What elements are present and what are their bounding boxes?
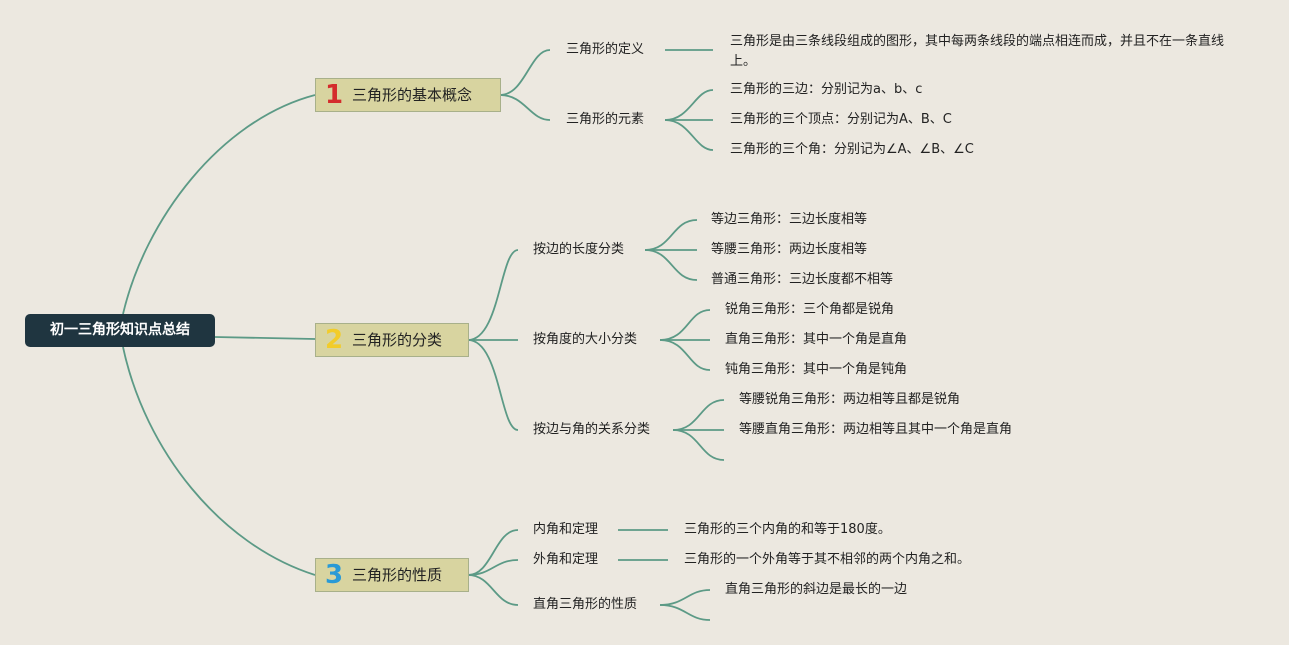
topic-by-side-angle[interactable]: 按边与角的关系分类 <box>533 422 651 437</box>
topic-detail: 锐角三角形：三个角都是锐角 <box>725 302 895 317</box>
branch-basic-concepts[interactable]: 1 三角形的基本概念 <box>315 78 501 112</box>
topic-detail: 等边三角形：三边长度相等 <box>711 212 868 227</box>
topic-detail: 三角形的三个顶点：分别记为A、B、C <box>730 112 952 127</box>
branch-properties[interactable]: 3 三角形的性质 <box>315 558 469 592</box>
branch-classification[interactable]: 2 三角形的分类 <box>315 323 469 357</box>
topic-by-side[interactable]: 按边的长度分类 <box>533 242 625 257</box>
topic-detail: 三角形的三个内角的和等于180度。 <box>684 522 891 537</box>
root-node[interactable]: 初一三角形知识点总结 <box>25 314 215 347</box>
branch-title: 三角形的基本概念 <box>352 86 473 104</box>
number-one-icon: 1 <box>324 80 344 110</box>
topic-exterior-angle[interactable]: 外角和定理 <box>533 552 599 567</box>
branch-title: 三角形的分类 <box>352 331 443 349</box>
branch-title: 三角形的性质 <box>352 566 443 584</box>
topic-interior-angle-sum[interactable]: 内角和定理 <box>533 522 599 537</box>
topic-definition[interactable]: 三角形的定义 <box>566 42 645 57</box>
topic-detail: 三角形的三个角：分别记为∠A、∠B、∠C <box>730 142 974 157</box>
topic-detail: 钝角三角形：其中一个角是钝角 <box>725 362 908 377</box>
topic-detail: 三角形是由三条线段组成的图形，其中每两条线段的端点相连而成，并且不在一条直线上。 <box>730 34 1225 69</box>
topic-elements[interactable]: 三角形的元素 <box>566 112 645 127</box>
topic-detail: 直角三角形：其中一个角是直角 <box>725 332 908 347</box>
topic-detail: 等腰直角三角形：两边相等且其中一个角是直角 <box>739 422 1013 437</box>
topic-detail: 三角形的一个外角等于其不相邻的两个内角之和。 <box>684 552 971 567</box>
topic-by-angle[interactable]: 按角度的大小分类 <box>533 332 638 347</box>
topic-detail: 等腰三角形：两边长度相等 <box>711 242 868 257</box>
topic-detail: 三角形的三边：分别记为a、b、c <box>730 82 923 97</box>
number-two-icon: 2 <box>324 325 344 355</box>
topic-detail: 普通三角形：三边长度都不相等 <box>711 272 894 287</box>
topic-detail: 直角三角形的斜边是最长的一边 <box>725 582 908 597</box>
topic-detail: 等腰锐角三角形：两边相等且都是锐角 <box>739 392 961 407</box>
topic-right-triangle[interactable]: 直角三角形的性质 <box>533 597 638 612</box>
number-three-icon: 3 <box>324 560 344 590</box>
